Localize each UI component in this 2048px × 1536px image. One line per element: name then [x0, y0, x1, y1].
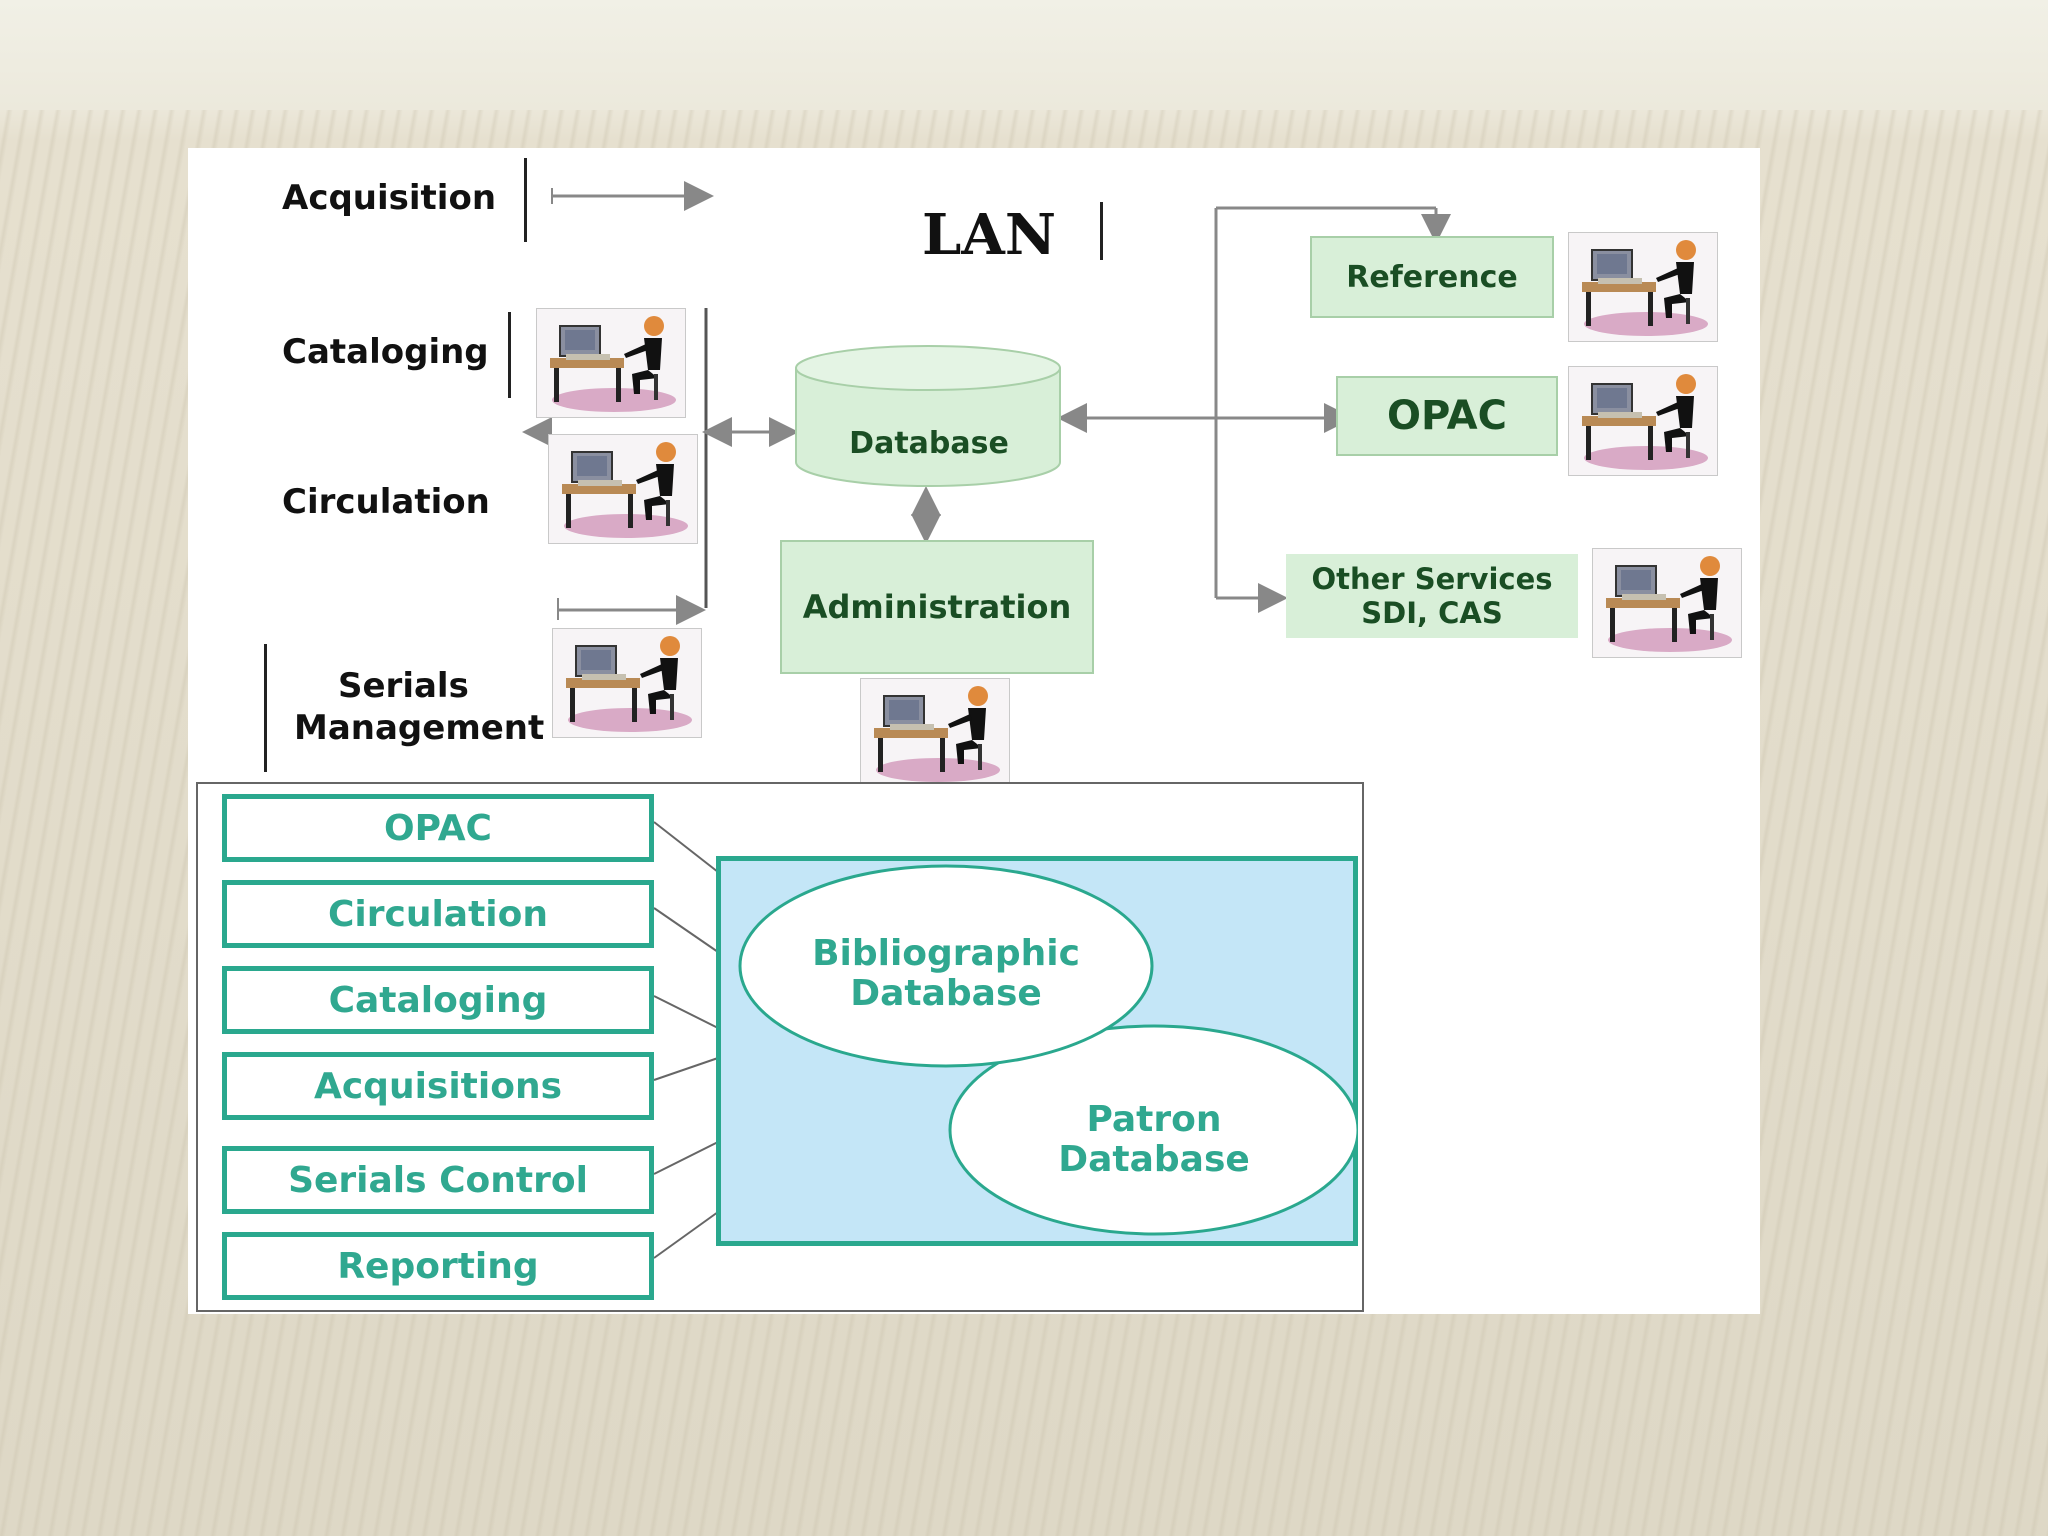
slide-background-band	[0, 0, 2048, 110]
workstation-icon	[1592, 548, 1742, 658]
workstation-icon	[860, 678, 1010, 788]
module-reporting: Reporting	[222, 1232, 654, 1300]
module-opac-label: OPAC	[384, 807, 492, 849]
bibliographic-line1: Bibliographic	[812, 933, 1080, 974]
lan-label: LAN	[922, 202, 1057, 268]
patron-db-label: Patron Database	[964, 1100, 1344, 1180]
label-circulation: Circulation	[282, 482, 490, 522]
module-serials-control: Serials Control	[222, 1146, 654, 1214]
opac-label: OPAC	[1387, 393, 1507, 439]
patron-line1: Patron	[1086, 1099, 1222, 1140]
divider	[524, 158, 527, 242]
workstation-icon	[1568, 232, 1718, 342]
bibliographic-line2: Database	[850, 973, 1042, 1014]
divider	[264, 644, 267, 772]
other-services-box: Other Services SDI, CAS	[1286, 554, 1578, 638]
top-connectors	[522, 181, 1451, 625]
other-services-label: Other Services	[1311, 562, 1553, 596]
reference-box: Reference	[1310, 236, 1554, 318]
reference-label: Reference	[1346, 259, 1518, 295]
module-cataloging: Cataloging	[222, 966, 654, 1034]
database-cylinder	[795, 345, 1061, 487]
divider	[1100, 202, 1103, 260]
module-acquisitions: Acquisitions	[222, 1052, 654, 1120]
module-reporting-label: Reporting	[337, 1245, 539, 1287]
database-ellipses	[738, 864, 1358, 1236]
workstation-icon	[548, 434, 698, 544]
label-acquisition: Acquisition	[282, 178, 497, 218]
module-acquisitions-label: Acquisitions	[313, 1065, 563, 1107]
module-cataloging-label: Cataloging	[328, 979, 548, 1021]
label-cataloging: Cataloging	[282, 332, 489, 372]
module-circulation-label: Circulation	[327, 893, 549, 935]
module-circulation: Circulation	[222, 880, 654, 948]
module-serials-control-label: Serials Control	[288, 1159, 588, 1201]
bibliographic-db-label: Bibliographic Database	[748, 934, 1144, 1014]
administration-box: Administration	[780, 540, 1094, 674]
label-serials: Serials	[338, 666, 469, 706]
divider	[508, 312, 511, 398]
database-label: Database	[849, 426, 1009, 461]
opac-box: OPAC	[1336, 376, 1558, 456]
workstation-icon	[552, 628, 702, 738]
administration-label: Administration	[802, 588, 1072, 626]
patron-line2: Database	[1058, 1139, 1250, 1180]
sdi-cas-label: SDI, CAS	[1361, 596, 1503, 630]
workstation-icon	[1568, 366, 1718, 476]
workstation-icon	[536, 308, 686, 418]
slide-canvas: Acquisition Cataloging Circulation Seria…	[188, 148, 1760, 1314]
bottom-connectors	[653, 821, 719, 1259]
label-management: Management	[294, 708, 545, 748]
module-opac: OPAC	[222, 794, 654, 862]
